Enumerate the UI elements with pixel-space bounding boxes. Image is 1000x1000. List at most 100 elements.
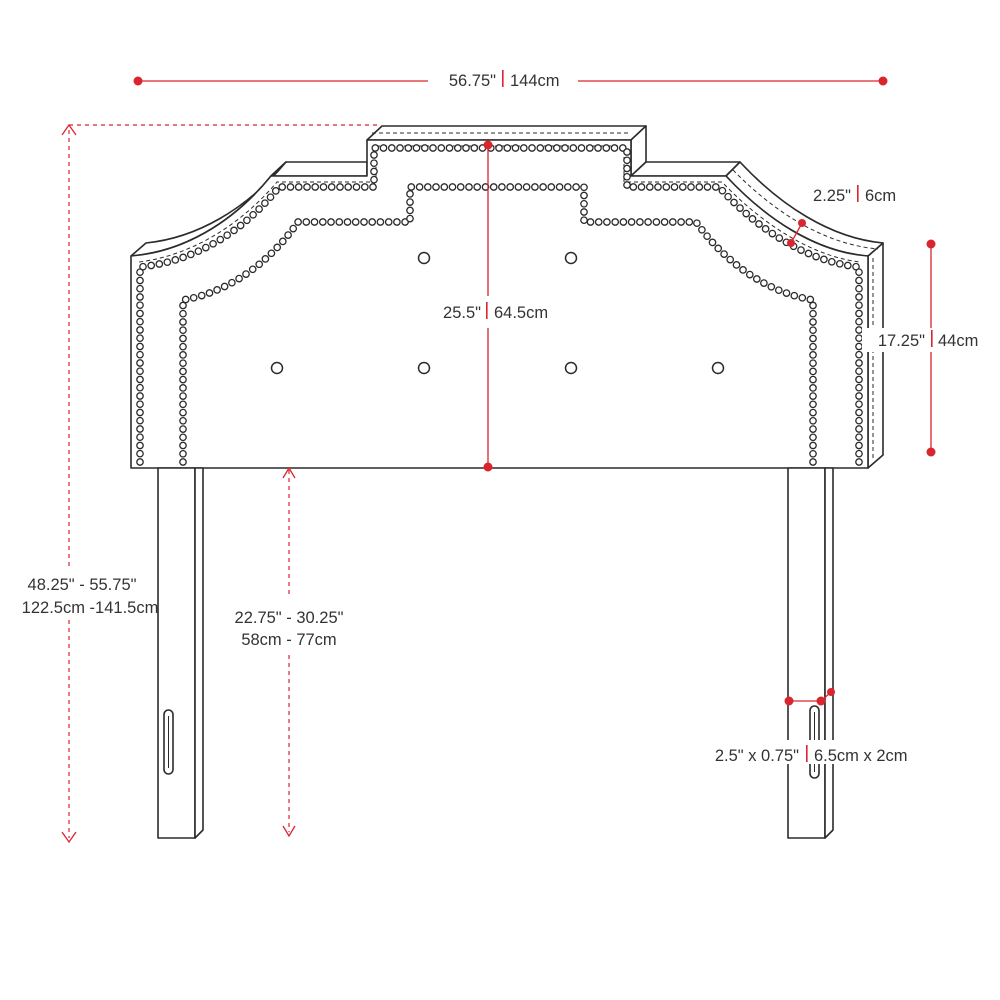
nailhead-stud (294, 183, 303, 191)
nailhead-stud (136, 301, 144, 310)
nailhead-stud (379, 144, 388, 152)
nailhead-stud (249, 210, 257, 219)
center-height-imperial: 25.5" (443, 304, 481, 322)
nailhead-stud (267, 249, 276, 258)
nailhead-stud (370, 167, 378, 176)
nailhead-stud (855, 441, 863, 450)
nailhead-stud (797, 246, 805, 254)
nailhead-stud (855, 359, 863, 367)
nailhead-stud (809, 375, 817, 384)
nailhead-stud (278, 237, 287, 246)
nailhead-stud (809, 449, 817, 458)
nailhead-stud (278, 183, 287, 191)
nailhead-stud (569, 144, 578, 152)
nailhead-stud (594, 144, 602, 152)
nailhead-stud (855, 416, 863, 425)
nailhead-stud (179, 326, 187, 335)
nailhead-stud (506, 183, 515, 191)
top-stitching (372, 132, 861, 263)
nailhead-stud (768, 229, 777, 238)
nailhead-stud (835, 259, 844, 268)
nailhead-outer-row (136, 144, 863, 466)
nailhead-stud (726, 255, 735, 264)
border-metric: 6cm (865, 187, 896, 205)
headboard-left-shoulder-depth (270, 161, 368, 177)
nailhead-stud (181, 295, 190, 304)
nailhead-stud (179, 342, 187, 351)
nailhead-stud (730, 198, 738, 207)
nailhead-stud (201, 243, 210, 252)
nailhead-stud (708, 238, 717, 247)
nailhead-stud (809, 351, 817, 359)
nailhead-stud (855, 350, 863, 359)
nailhead-stud (855, 425, 863, 433)
nailhead-stud (552, 144, 561, 152)
nailhead-stud (767, 282, 776, 291)
nailhead-stud (809, 425, 817, 433)
dim-center-height: 25.5" 64.5cm (443, 140, 548, 472)
nailhead-stud (809, 342, 817, 351)
nailhead-stud (820, 255, 828, 264)
nailhead-stud (465, 183, 473, 191)
nailhead-stud (580, 191, 588, 200)
nailhead-stud (136, 383, 144, 392)
left-leg-front (157, 467, 196, 839)
nailhead-stud (547, 183, 556, 191)
nailhead-stud (809, 433, 817, 442)
nailhead-stud (531, 183, 539, 191)
nailhead-stud (711, 183, 720, 191)
nailhead-stud (171, 256, 180, 264)
nailhead-stud (742, 209, 751, 218)
nailhead-stud (687, 183, 695, 191)
nailhead-stud (327, 183, 336, 191)
nailhead-stud (775, 234, 784, 242)
nailhead-stud (423, 183, 432, 191)
nailhead-stud (855, 284, 863, 293)
nailhead-stud (179, 433, 187, 442)
nailhead-stud (406, 214, 414, 223)
nailhead-stud (136, 342, 144, 351)
nailhead-stud (448, 183, 457, 191)
nailhead-stud (745, 270, 754, 279)
nailhead-stud (213, 286, 221, 294)
nailhead-stud (685, 218, 694, 226)
right-leg-front (787, 467, 826, 839)
nailhead-stud (470, 144, 479, 152)
nailhead-stud (678, 183, 687, 191)
nailhead-stud (623, 148, 631, 156)
nailhead-stud (693, 219, 701, 228)
nailhead-stud (136, 425, 144, 433)
nailhead-stud (255, 260, 264, 269)
nailhead-stud (445, 144, 454, 152)
nailhead-stud (205, 289, 214, 297)
nailhead-stud (179, 351, 187, 359)
nailhead-stud (698, 225, 706, 234)
nailhead-stud (748, 215, 757, 223)
nailhead-stud (662, 183, 671, 191)
nailhead-stud (136, 408, 144, 417)
nailhead-stud (179, 425, 187, 433)
nailhead-stud (790, 291, 799, 300)
nailhead-stud (695, 183, 704, 191)
nailhead-stud (812, 252, 820, 261)
nailhead-stud (136, 276, 144, 285)
nailhead-stud (586, 218, 595, 226)
nailhead-stud (136, 400, 144, 409)
nailhead-stud (360, 218, 368, 226)
nailhead-stud (511, 144, 520, 152)
width-imperial: 56.75" (449, 72, 496, 90)
nailhead-stud (343, 218, 352, 226)
nailhead-stud (147, 261, 156, 270)
nailhead-stud (310, 218, 319, 226)
nailhead-stud (736, 204, 744, 212)
headboard-right-shoulder-depth (630, 161, 741, 177)
nailhead-stud (136, 284, 144, 293)
leg-size-metric: 6.5cm x 2cm (814, 747, 908, 765)
nailhead-stud (179, 318, 187, 326)
nailhead-stud (248, 265, 257, 274)
nailhead-stud (429, 144, 437, 152)
nailhead-stud (360, 183, 369, 191)
nailhead-stud (580, 183, 588, 192)
tufted-buttons (270, 251, 725, 375)
nailhead-stud (855, 309, 863, 318)
